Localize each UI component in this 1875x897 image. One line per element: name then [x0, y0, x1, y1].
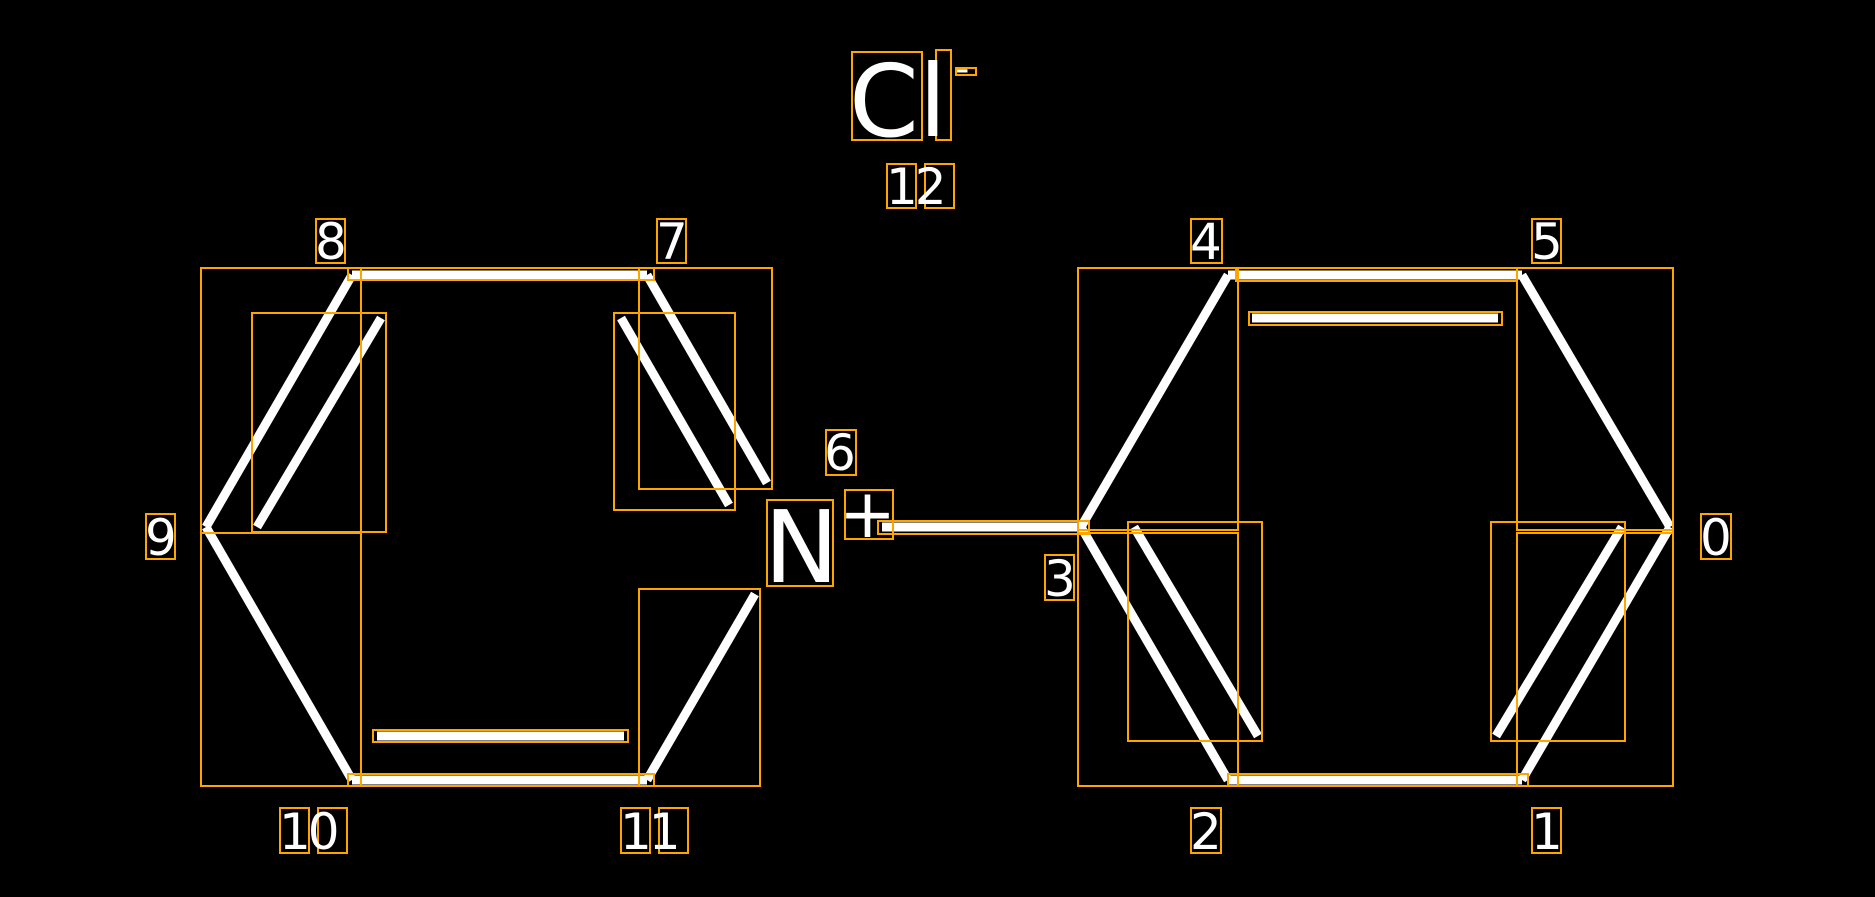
bbox-bond-2-3: [1077, 532, 1239, 787]
bbox-idx-8: [315, 218, 346, 264]
atom-index-10: 10: [279, 803, 337, 861]
bbox-idx-1: [1531, 807, 1562, 854]
bbox-idx-12a: [886, 163, 917, 209]
bbox-idx-3: [1044, 554, 1075, 601]
bbox-idx-7: [656, 218, 687, 264]
bbox-bond-8-7: [347, 267, 655, 281]
nitrogen-symbol: N: [764, 489, 839, 606]
bbox-idx-6: [825, 429, 857, 476]
bbox-idx-12b: [924, 163, 955, 209]
bbox-n-symbol: [766, 499, 834, 587]
bond-10-9: [202, 524, 356, 783]
bbox-bond-6-3: [877, 520, 1090, 535]
bbox-bond-5-0: [1516, 267, 1674, 531]
counterion: Cl - 12: [849, 43, 969, 216]
annotation-boxes: [145, 49, 1732, 854]
bbox-bond-11-10-inner: [372, 729, 629, 743]
bbox-idx-11a: [620, 807, 651, 854]
bbox-idx-10a: [279, 807, 310, 854]
atom-index-labels: 0 1 2 3 4 5 7 8 9 10 11: [145, 213, 1732, 861]
bond-2-3: [1077, 524, 1232, 783]
phenyl-ring: [1077, 270, 1674, 785]
atom-index-4: 4: [1190, 213, 1222, 271]
atom-index-9: 9: [145, 509, 177, 567]
bbox-bond-1-2: [1227, 773, 1529, 787]
bbox-ring-left-side: [200, 267, 362, 787]
bond-9-8: [202, 272, 356, 530]
bbox-idx-5: [1531, 218, 1562, 264]
chloride-charge: -: [955, 46, 969, 92]
bbox-idx-4: [1190, 218, 1223, 264]
atom-index-12: 12: [886, 158, 944, 216]
bbox-cl-symbol-l: [935, 49, 952, 141]
bbox-bond-2-3-inner: [1127, 521, 1263, 742]
bond-6-11: [643, 591, 759, 783]
atom-index-1: 1: [1531, 803, 1563, 861]
bbox-bond-11-10: [347, 773, 655, 787]
atom-index-8: 8: [315, 213, 347, 271]
bbox-bond-6-11: [638, 588, 761, 787]
bbox-idx-10b: [317, 807, 348, 854]
bbox-n-charge: [844, 489, 894, 540]
atom-index-11: 11: [620, 803, 678, 861]
bbox-bond-0-1: [1516, 532, 1674, 787]
bond-3-4: [1077, 272, 1232, 530]
cation-nitrogen: N + 6: [764, 424, 896, 606]
bbox-idx-2: [1190, 807, 1222, 854]
bbox-bond-3-4: [1077, 267, 1239, 531]
bbox-bond-7-6: [638, 267, 773, 490]
bbox-bond-4-5-inner: [1248, 311, 1503, 326]
atom-index-7: 7: [656, 213, 688, 271]
atom-index-2: 2: [1190, 803, 1222, 861]
atom-index-6: 6: [824, 424, 856, 482]
bbox-cl-symbol: [851, 51, 923, 141]
bbox-bond-7-6-inner: [613, 312, 736, 511]
bond-0-1: [1518, 524, 1674, 783]
chloride-symbol: Cl: [849, 43, 947, 160]
bbox-cl-charge: [955, 67, 977, 76]
nitrogen-charge: +: [839, 475, 896, 554]
bbox-bond-0-1-inner: [1490, 521, 1626, 742]
bbox-idx-11b: [658, 807, 689, 854]
bond-5-0: [1518, 272, 1674, 530]
atom-index-5: 5: [1531, 213, 1563, 271]
bond-7-6: [643, 272, 771, 486]
bbox-idx-0: [1700, 513, 1732, 560]
bbox-idx-9: [145, 513, 176, 560]
atom-index-3: 3: [1044, 550, 1076, 608]
atom-index-0: 0: [1700, 509, 1732, 567]
